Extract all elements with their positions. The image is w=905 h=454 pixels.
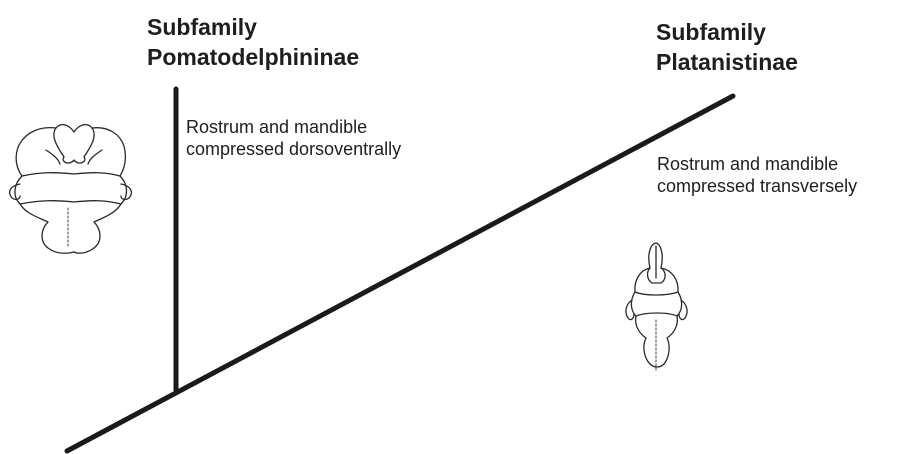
description-line-1: Rostrum and mandible: [186, 116, 401, 138]
title-line-2: Platanistinae: [656, 47, 798, 77]
description-line-2: compressed dorsoventrally: [186, 138, 401, 160]
description-line-1: Rostrum and mandible: [657, 153, 857, 175]
skull-narrow-icon: [626, 243, 687, 370]
skull-wide-icon: [10, 125, 132, 254]
group-title-platanistinae: Subfamily Platanistinae: [656, 17, 798, 77]
title-line-1: Subfamily: [147, 12, 359, 42]
title-line-1: Subfamily: [656, 17, 798, 47]
title-line-2: Pomatodelphininae: [147, 42, 359, 72]
group-description-pomatodelphininae: Rostrum and mandible compressed dorsoven…: [186, 116, 401, 160]
description-line-2: compressed transversely: [657, 175, 857, 197]
group-title-pomatodelphininae: Subfamily Pomatodelphininae: [147, 12, 359, 72]
group-description-platanistinae: Rostrum and mandible compressed transver…: [657, 153, 857, 197]
